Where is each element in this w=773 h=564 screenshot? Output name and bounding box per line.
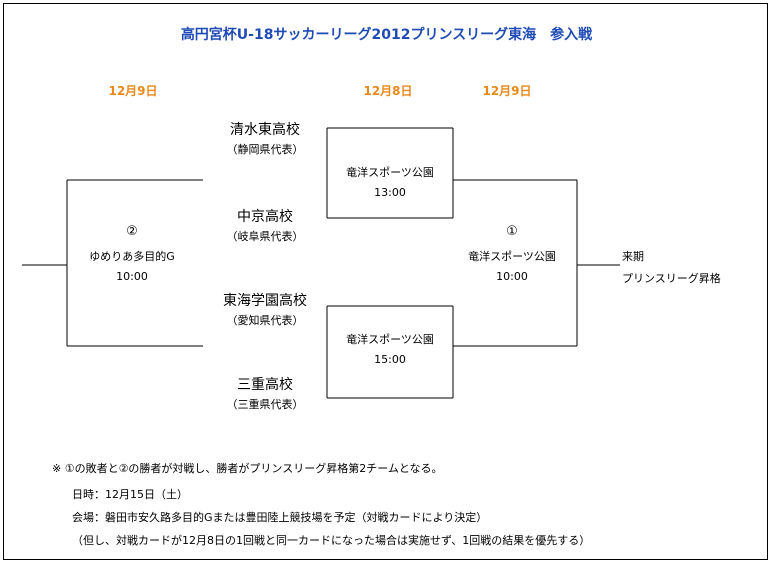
date-right: 12月9日: [482, 84, 532, 98]
semi1-time: 13:00: [374, 186, 406, 199]
team-name: 三重高校: [237, 377, 293, 393]
team-name: 東海学園高校: [223, 293, 307, 309]
final1-venue: 竜洋スポーツ公園: [468, 250, 556, 263]
note-date: 日時：12月15日（土）: [72, 488, 188, 501]
date-middle: 12月8日: [363, 84, 413, 98]
page-title: 高円宮杯U-18サッカーリーグ2012プリンスリーグ東海 参入戦: [180, 27, 593, 43]
semi1-venue: 竜洋スポーツ公園: [346, 166, 434, 179]
team-pref: （三重県代表）: [226, 398, 304, 411]
team-pref: （愛知県代表）: [226, 314, 304, 327]
team-1: 清水東高校 （静岡県代表）: [195, 119, 335, 157]
final2-mark: ②: [126, 224, 138, 239]
team-pref: （静岡県代表）: [226, 143, 304, 156]
team-2: 中京高校 （岐阜県代表）: [195, 206, 335, 244]
note-main: ※ ①の敗者と②の勝者が対戦し、勝者がプリンスリーグ昇格第2チームとなる。: [52, 462, 443, 475]
semi2-time: 15:00: [374, 353, 406, 366]
team-name: 清水東高校: [230, 122, 300, 138]
note-caveat: （但し、対戦カードが12月8日の1回戦と同一カードになった場合は実施せず、1回戦…: [72, 534, 591, 547]
final2-venue: ゆめりあ多目的G: [89, 250, 175, 263]
team-3: 東海学園高校 （愛知県代表）: [195, 290, 335, 328]
outer-frame: [3, 3, 768, 560]
note-venue: 会場：磐田市安久路多目的Gまたは豊田陸上競技場を予定（対戦カードにより決定）: [72, 511, 488, 524]
final1-mark: ①: [506, 224, 518, 239]
team-name: 中京高校: [237, 209, 293, 225]
final1-time: 10:00: [496, 270, 528, 283]
semi2-venue: 竜洋スポーツ公園: [346, 333, 434, 346]
result-line2: プリンスリーグ昇格: [622, 272, 721, 285]
final2-time: 10:00: [116, 270, 148, 283]
result-line1: 来期: [622, 250, 644, 263]
date-left: 12月9日: [108, 84, 158, 98]
team-pref: （岐阜県代表）: [226, 230, 304, 243]
team-4: 三重高校 （三重県代表）: [195, 374, 335, 412]
